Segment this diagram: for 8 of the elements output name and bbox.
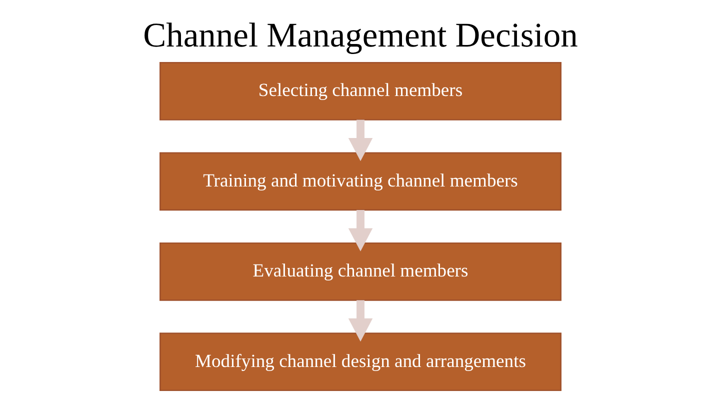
arrow bbox=[348, 210, 372, 252]
node-box: Selecting channel members bbox=[159, 62, 561, 120]
diagram-title: Channel Management Decision bbox=[142, 16, 578, 55]
node-box: Modifying channel design and arrangements bbox=[159, 332, 561, 392]
node-box: Training and motivating channel members bbox=[159, 152, 561, 211]
node-box: Evaluating channel members bbox=[159, 242, 561, 301]
arrow bbox=[348, 120, 372, 162]
arrow bbox=[348, 300, 372, 342]
